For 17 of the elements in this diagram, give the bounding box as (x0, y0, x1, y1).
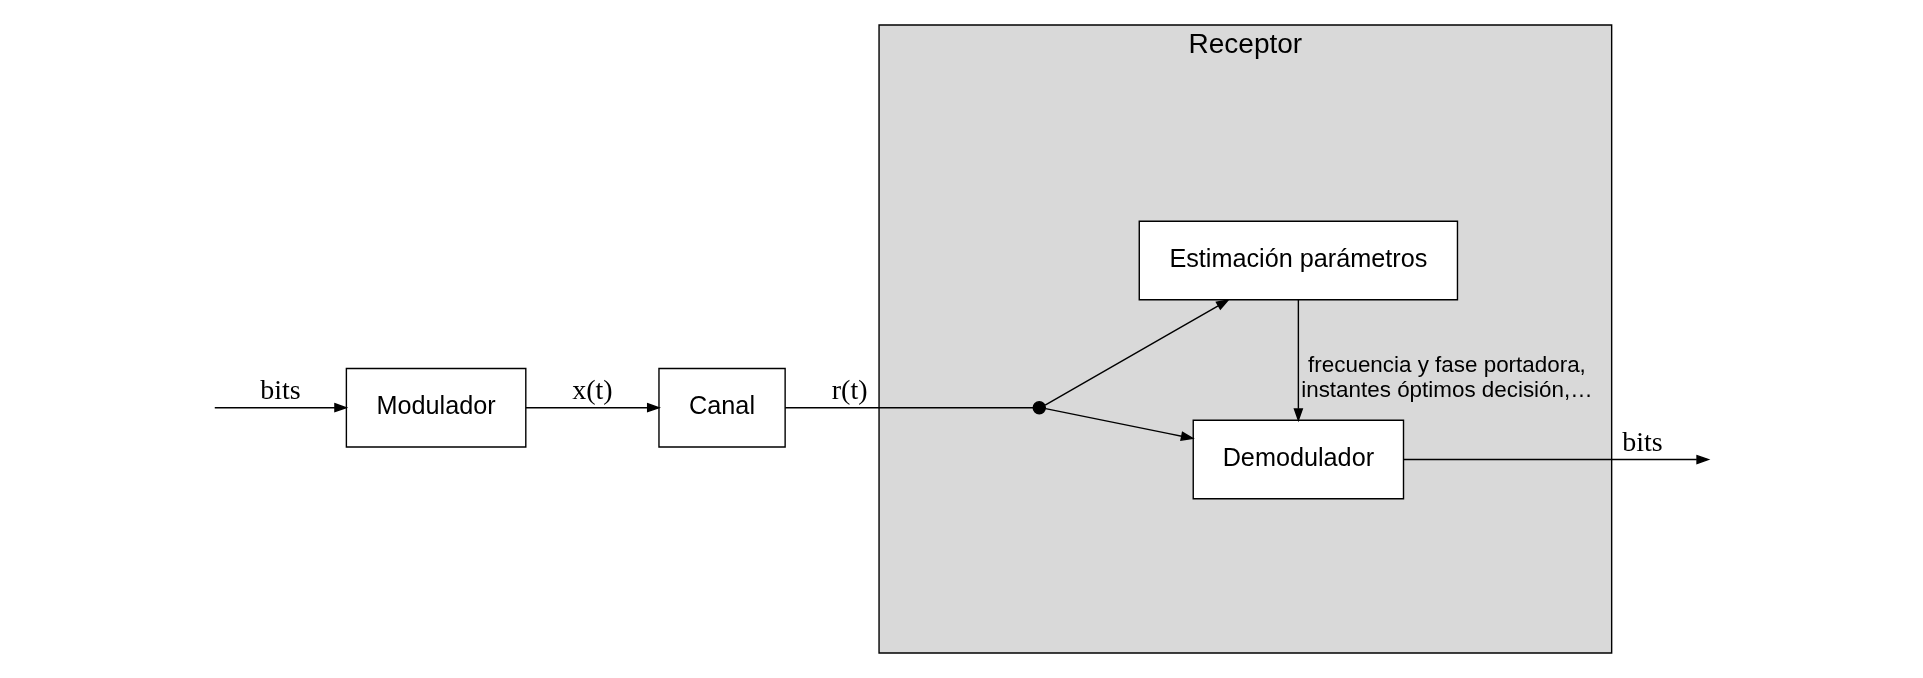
arrow (1403, 454, 1711, 465)
connector (784, 407, 1034, 409)
node-box: Estimación parámetros (1138, 220, 1459, 301)
edge-label: r(t) (831, 374, 868, 406)
edge-label: x(t) (572, 374, 613, 406)
edge-label: bits (260, 374, 301, 406)
arrow (525, 402, 661, 413)
arrow (1293, 299, 1304, 423)
edge-label: bits (1622, 426, 1663, 458)
arrow (1044, 298, 1230, 406)
edge-label: frecuencia y fase portadora, instantes óptimos decisión,… (1301, 352, 1593, 403)
node-box: Modulador (345, 367, 527, 448)
node-box: Canal (658, 367, 786, 448)
node-box: Demodulador (1192, 419, 1405, 500)
arrow (1044, 408, 1195, 441)
arrow (214, 402, 349, 413)
node-circle (1032, 400, 1047, 415)
